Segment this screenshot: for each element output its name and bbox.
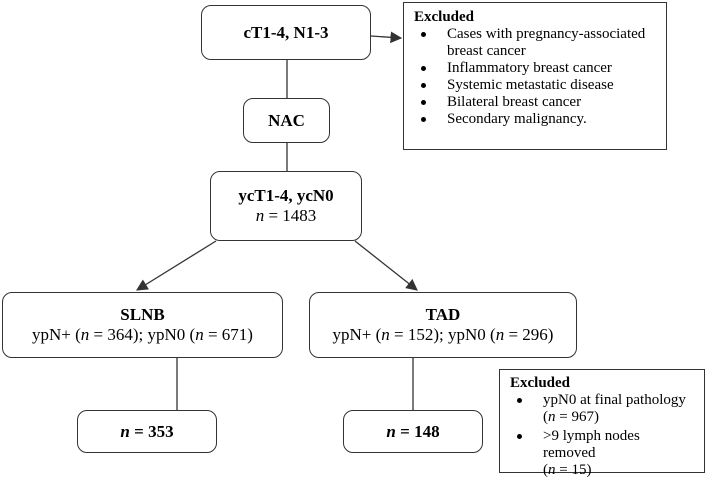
node-slnb-final: n = 353: [77, 410, 217, 453]
excluded-top-item: Secondary malignancy.: [414, 111, 654, 128]
excluded-top-item: Cases with pregnancy-associated breast c…: [414, 26, 654, 60]
excluded-box-bottom: Excluded ypN0 at final pathology (n = 96…: [499, 369, 705, 478]
excluded-top-title: Excluded: [414, 9, 475, 25]
excluded-top-item: Bilateral breast cancer: [414, 94, 654, 111]
excluded-top-item: Systemic metastatic disease: [414, 77, 654, 94]
excluded-bottom-item: ypN0 at final pathology (n = 967): [510, 392, 696, 426]
node-slnb-counts: ypN+ (n = 364); ypN0 (n = 671): [32, 325, 253, 344]
excluded-bottom-title: Excluded: [510, 375, 571, 391]
excluded-bottom-item: >9 lymph nodes removed (n = 15): [510, 428, 696, 479]
node-yc: ycT1-4, ycN0 n = 1483: [210, 171, 362, 241]
node-yc-count: n = 1483: [255, 206, 317, 225]
node-tad-final-count: n = 148: [386, 421, 440, 441]
excluded-top-item: Inflammatory breast cancer: [414, 60, 654, 77]
excluded-box-top: Excluded Cases with pregnancy-associated…: [403, 2, 667, 150]
node-slnb-label: SLNB: [120, 305, 165, 324]
connector-start-to-excluded: [370, 31, 403, 44]
node-tad-final: n = 148: [343, 410, 483, 453]
node-yc-label: ycT1-4, ycN0: [238, 186, 334, 205]
excluded-top-list: Cases with pregnancy-associated breast c…: [414, 26, 658, 128]
node-slnb: SLNB ypN+ (n = 364); ypN0 (n = 671): [2, 292, 283, 358]
node-tad: TAD ypN+ (n = 152); ypN0 (n = 296): [309, 292, 577, 358]
node-tad-label: TAD: [425, 305, 461, 324]
excluded-bottom-list: ypN0 at final pathology (n = 967) >9 lym…: [510, 392, 696, 479]
node-slnb-final-count: n = 353: [120, 421, 174, 441]
node-nac-label: NAC: [268, 110, 305, 130]
node-start-label: cT1-4, N1-3: [243, 22, 329, 42]
arrow-yc-to-tad: [354, 240, 418, 291]
node-nac: NAC: [243, 98, 330, 143]
arrow-yc-to-slnb: [136, 240, 217, 291]
node-tad-counts: ypN+ (n = 152); ypN0 (n = 296): [332, 325, 554, 344]
node-start: cT1-4, N1-3: [201, 5, 371, 60]
